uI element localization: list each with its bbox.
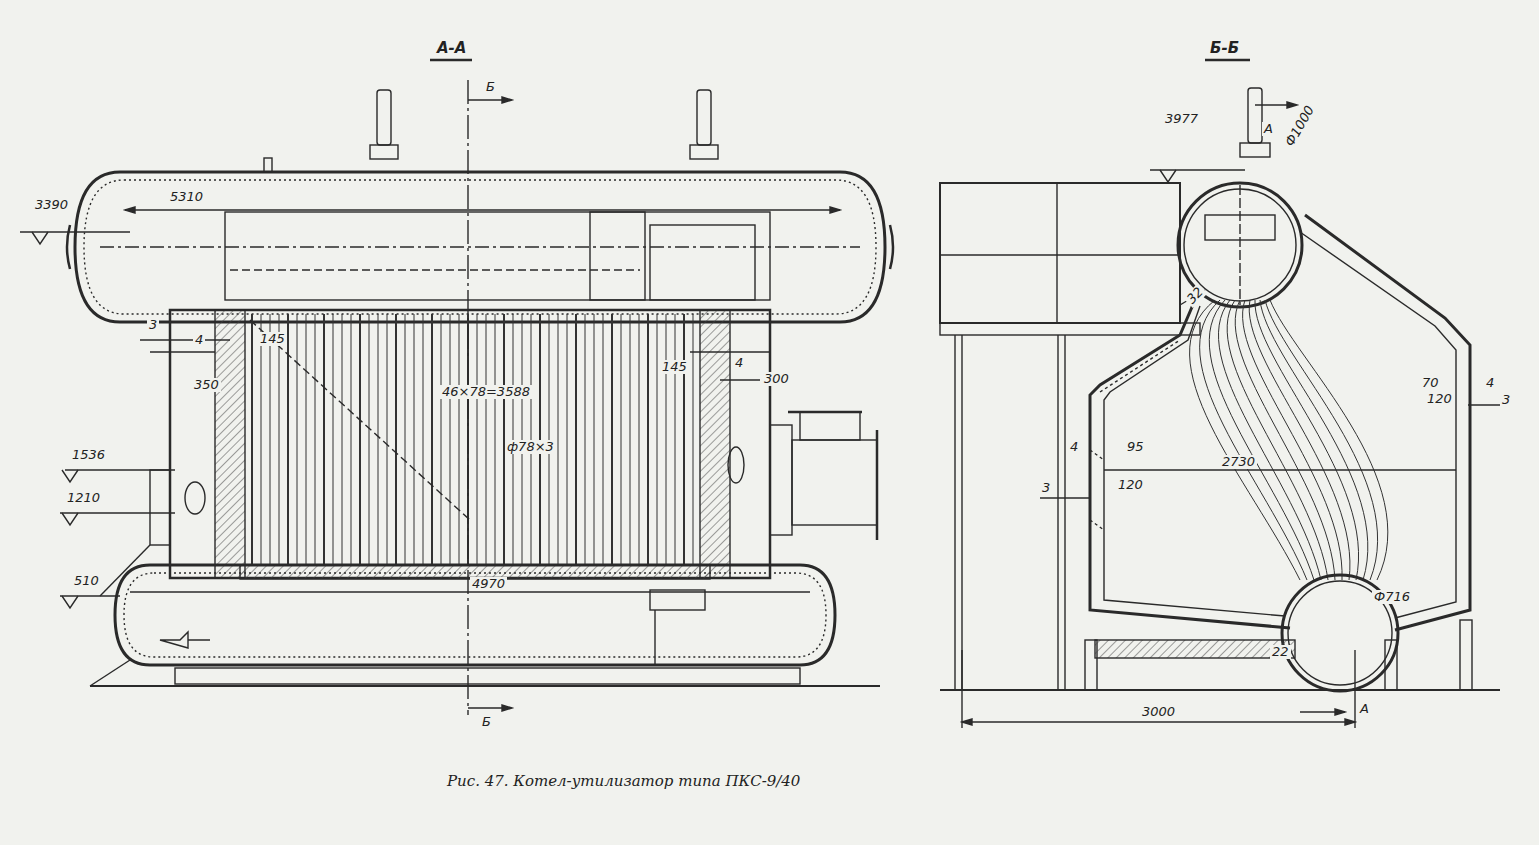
tube-line	[369, 314, 370, 566]
tube-line	[261, 314, 262, 566]
dimension-label: Б	[484, 80, 497, 94]
tube-line	[666, 314, 667, 566]
tube-line	[351, 314, 352, 566]
tube-line	[414, 314, 415, 566]
right-view	[940, 60, 1510, 728]
tube-line	[251, 314, 253, 566]
tube-line	[333, 314, 334, 566]
tube-line	[297, 314, 298, 566]
tube-line	[575, 314, 577, 566]
tube-curve	[1255, 300, 1359, 580]
tube-line	[342, 314, 343, 566]
tube-line	[279, 314, 280, 566]
tube-line	[683, 314, 685, 566]
tube-curve	[1249, 300, 1350, 580]
tube-line	[657, 314, 658, 566]
tube-line	[405, 314, 406, 566]
tube-curve	[1265, 300, 1378, 580]
dimension-label: 4	[193, 333, 205, 347]
tube-curve	[1270, 300, 1388, 580]
tube-line	[603, 314, 604, 566]
dimension-label: 1536	[70, 448, 107, 462]
tube-curve	[1243, 300, 1343, 580]
dimension-label: 70	[1420, 376, 1441, 390]
dimension-label: 300	[762, 372, 791, 386]
tube-line	[594, 314, 595, 566]
tube-curve	[1190, 300, 1300, 580]
tube-line	[395, 314, 397, 566]
dimension-label: 510	[72, 574, 101, 588]
figure-caption: Рис. 47. Котел-утилизатор типа ПКС-9/40	[445, 773, 802, 790]
tube-line	[567, 314, 568, 566]
dimension-label: 2730	[1220, 455, 1257, 469]
dimension-label: А	[1262, 122, 1275, 136]
tube-line	[558, 314, 559, 566]
tube-line	[459, 314, 460, 566]
tube-curve	[1209, 300, 1314, 580]
left-view	[20, 60, 893, 715]
dimension-label: 3	[1500, 393, 1512, 407]
dimension-label: 3	[147, 318, 159, 332]
dimension-label: Б	[480, 715, 493, 729]
tube-line	[359, 314, 361, 566]
dimension-label: 3977	[1163, 112, 1200, 126]
dimension-label: 46×78=3588	[440, 385, 532, 399]
dimension-label: 5310	[168, 190, 205, 204]
tube-line	[315, 314, 316, 566]
dimension-label: 3	[1040, 481, 1052, 495]
dimension-label: ф78×3	[505, 440, 556, 454]
section-label: Б-Б	[1208, 40, 1241, 57]
tube-line	[495, 314, 496, 566]
tube-line	[441, 314, 442, 566]
dimension-label: 350	[192, 378, 221, 392]
dimension-label: А	[1358, 702, 1371, 716]
tube-line	[630, 314, 631, 566]
tube-line	[621, 314, 622, 566]
section-label: А-А	[435, 40, 468, 57]
dimension-label: 1210	[65, 491, 102, 505]
tube-line	[611, 314, 613, 566]
tube-line	[423, 314, 424, 566]
tube-line	[431, 314, 433, 566]
tube-line	[387, 314, 388, 566]
tube-line	[450, 314, 451, 566]
dimension-label: 4	[733, 356, 745, 370]
dimension-label: Ф1000	[1282, 102, 1319, 151]
tube-curve	[1227, 300, 1328, 580]
tube-curve	[1260, 300, 1368, 580]
tube-line	[675, 314, 676, 566]
tube-line	[323, 314, 325, 566]
tube-line	[639, 314, 640, 566]
dimension-label: 4970	[470, 577, 507, 591]
dimension-label: 145	[660, 360, 689, 374]
dimension-label: 4	[1484, 376, 1496, 390]
dimension-label: 120	[1116, 478, 1145, 492]
dimension-label: 3390	[33, 198, 70, 212]
tube-line	[647, 314, 649, 566]
tube-line	[378, 314, 379, 566]
dimension-label: 95	[1125, 440, 1146, 454]
dimension-label: Ф716	[1372, 590, 1412, 604]
dimension-label: 4	[1068, 440, 1080, 454]
dimension-label: 22	[1270, 645, 1291, 659]
tube-curve	[1200, 300, 1307, 580]
tube-line	[306, 314, 307, 566]
tube-line	[585, 314, 586, 566]
dimension-label: 120	[1425, 392, 1454, 406]
tube-line	[477, 314, 478, 566]
tube-line	[287, 314, 289, 566]
tube-line	[270, 314, 271, 566]
dimension-label: 145	[258, 332, 287, 346]
dimension-label: 3000	[1140, 705, 1177, 719]
tube-line	[486, 314, 487, 566]
